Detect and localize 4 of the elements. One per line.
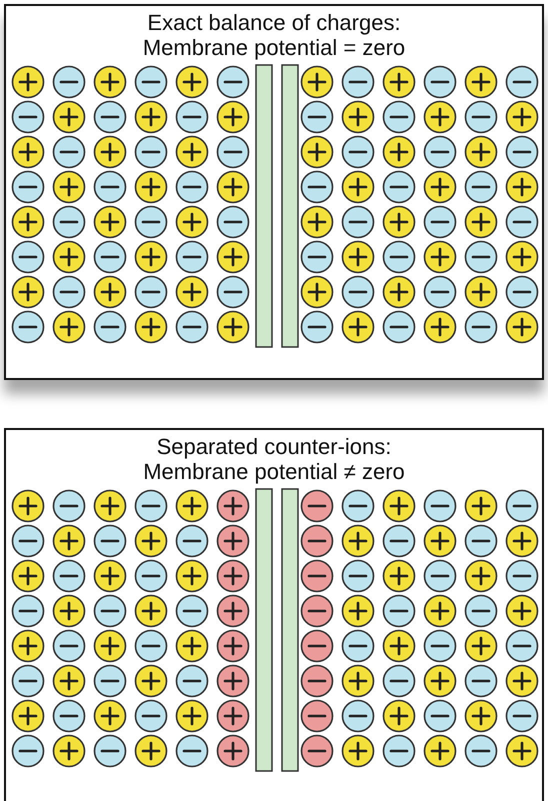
panel-title: Separated counter-ions: Membrane potential ≠ zero <box>142 434 406 484</box>
panel-title: Exact balance of charges: Membrane potential = zero <box>142 10 406 60</box>
diagram-panel <box>4 4 544 380</box>
diagram-panel <box>4 428 544 801</box>
